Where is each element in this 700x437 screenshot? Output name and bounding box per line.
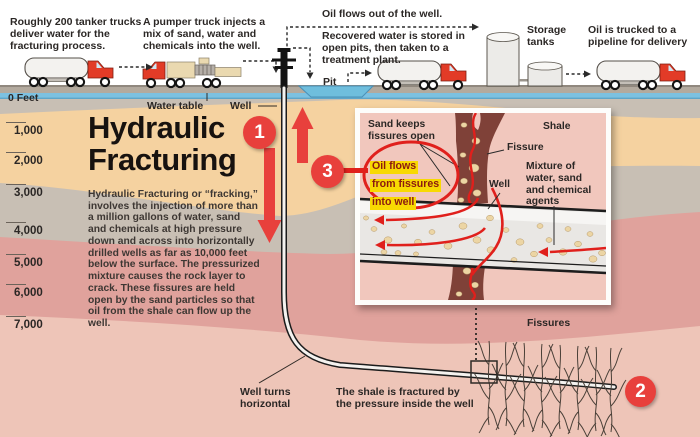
injection-down-arrow: [257, 148, 282, 243]
layer-light-pink: [0, 315, 700, 437]
well-turns-label: Well turns horizontal: [240, 386, 291, 411]
fissures-label: Fissures: [527, 317, 571, 329]
inset-flow-arrows: [385, 187, 606, 276]
inset-graphics: [360, 113, 606, 300]
oil-flow-callout-line: from fissures: [370, 178, 442, 192]
water-tanker-truck: [23, 56, 115, 88]
depth-tick-label: 7,000: [14, 319, 43, 331]
flow-arrowheads: [146, 23, 591, 79]
pumper-truck: [142, 57, 242, 89]
inset-well-label: Well: [489, 179, 510, 190]
step-2-badge: 2: [625, 376, 656, 407]
inset-shale-label: Shale: [543, 121, 571, 132]
step-1-badge: 1: [243, 116, 276, 149]
description-text: Hydraulic Fracturing or “fracking,” invo…: [88, 189, 260, 330]
storage-tanks-illustration: [486, 32, 563, 87]
depth-tick-line: [6, 284, 26, 285]
inset-flow-arrowheads: [374, 215, 548, 257]
water-table-label: Water table: [147, 100, 204, 112]
depth-tick-line: [6, 316, 26, 317]
wellhead-illustration: [272, 48, 296, 88]
flow-dashed-lines: [119, 26, 585, 82]
note-oil-trucked: Oil is trucked to a pipeline for deliver…: [588, 24, 688, 49]
depth-tick-line: [6, 152, 26, 153]
shale-fractured-label: The shale is fractured by the pressure i…: [336, 386, 474, 411]
band-sand-particles: [455, 122, 482, 297]
page-title: Hydraulic Fracturing: [88, 110, 237, 177]
step-3-badge: 3: [311, 155, 344, 188]
inset-mixture-label: Mixture of water, sand and chemical agen…: [526, 161, 592, 208]
oil-flow-callout-line: Oil flows: [370, 160, 419, 174]
depth-tick-label: 4,000: [14, 225, 43, 237]
depth-tick-label: 3,000: [14, 187, 43, 199]
water-table-edge: [0, 97, 700, 99]
inset-fissure-label: Fissure: [507, 142, 544, 153]
depth-tick-label: 5,000: [14, 257, 43, 269]
inset-leader-lines: [419, 143, 555, 245]
depth-tick-label: 2,000: [14, 155, 43, 167]
depth-tick-label: 1,000: [14, 125, 43, 137]
depth-tick-line: [6, 122, 26, 123]
note-tanker-delivery: Roughly 200 tanker trucks deliver water …: [10, 16, 142, 53]
inset-detail-box: Sand keeps fissures open Shale Fissure W…: [355, 108, 611, 305]
note-oil-out: Oil flows out of the well.: [322, 8, 443, 20]
fissures-illustration: [473, 340, 627, 437]
oil-flow-callout-line: into well: [370, 196, 417, 210]
note-storage-tanks: Storage tanks: [527, 24, 567, 49]
depth-tick-line: [6, 184, 26, 185]
inset-source-box: [470, 360, 498, 384]
depth-tick-line: [6, 254, 26, 255]
oil-tanker-truck: [595, 59, 687, 91]
well-turns-leader: [258, 355, 306, 384]
oil-path-upper: [467, 113, 478, 206]
depth-zero-label: 0 Feet: [8, 92, 39, 104]
depth-tick-label: 6,000: [14, 287, 43, 299]
oil-up-arrow: [291, 107, 314, 163]
pit-label: Pit: [323, 76, 337, 88]
well-bore: [281, 85, 617, 390]
inset-sand-keeps-label: Sand keeps fissures open: [368, 119, 435, 142]
depth-tick-line: [6, 222, 26, 223]
note-recovered-water: Recovered water is stored in open pits, …: [322, 30, 465, 67]
well-surface-label: Well: [230, 100, 252, 112]
oil-path-lower: [468, 257, 477, 300]
oil-flow-highlighted-callout: Oil flows from fissures into well: [370, 156, 442, 210]
pit-illustration: [297, 85, 375, 98]
note-pumper-injection: A pumper truck injects a mix of sand, wa…: [143, 16, 266, 53]
step3-connector-line: [338, 168, 368, 173]
